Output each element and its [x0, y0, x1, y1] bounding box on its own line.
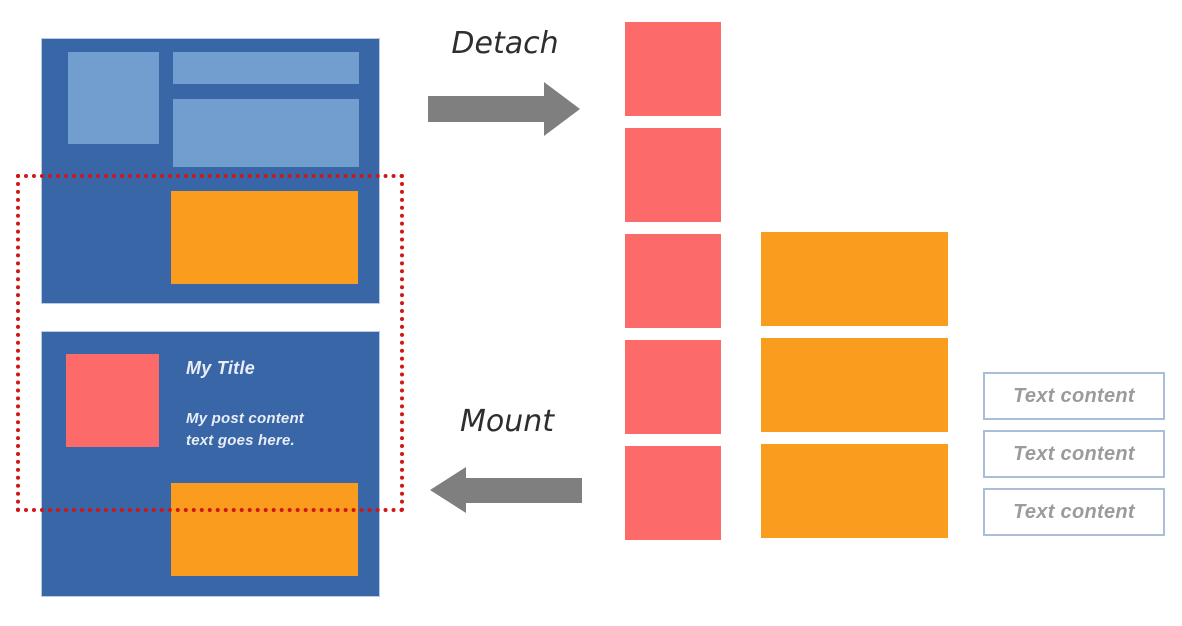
page-mockup-top — [41, 38, 380, 304]
mounted-post-body: My post content text goes here. — [186, 410, 304, 449]
orange-block — [761, 338, 948, 432]
detach-label: Detach — [451, 26, 559, 61]
red-block — [625, 446, 721, 540]
detached-red-blocks — [625, 22, 721, 540]
red-block — [625, 128, 721, 222]
sidebar-placeholder — [68, 52, 159, 144]
page-mockup-bottom: My Title My post content text goes here. — [41, 331, 380, 597]
detached-text-boxes: Text content Text content Text content — [983, 372, 1165, 536]
orange-block-placeholder — [171, 191, 358, 284]
mount-label: Mount — [459, 404, 555, 439]
text-content-box: Text content — [983, 430, 1165, 478]
orange-block — [761, 444, 948, 538]
content-bar-placeholder — [173, 99, 359, 167]
mount-arrow-icon — [430, 467, 582, 513]
text-content-label: Text content — [1013, 384, 1135, 407]
detached-region-outline — [16, 174, 404, 512]
header-bar-placeholder — [173, 52, 359, 84]
mounted-post-title: My Title — [186, 358, 256, 378]
red-block — [625, 340, 721, 434]
detach-arrow-icon — [428, 82, 580, 136]
red-block — [625, 22, 721, 116]
orange-block — [761, 232, 948, 326]
text-content-label: Text content — [1013, 500, 1135, 523]
text-content-box: Text content — [983, 372, 1165, 420]
red-block — [625, 234, 721, 328]
red-block-mounted — [66, 354, 159, 447]
detached-orange-blocks — [761, 232, 948, 538]
text-content-label: Text content — [1013, 442, 1135, 465]
orange-block-mounted — [171, 483, 358, 576]
text-content-box: Text content — [983, 488, 1165, 536]
